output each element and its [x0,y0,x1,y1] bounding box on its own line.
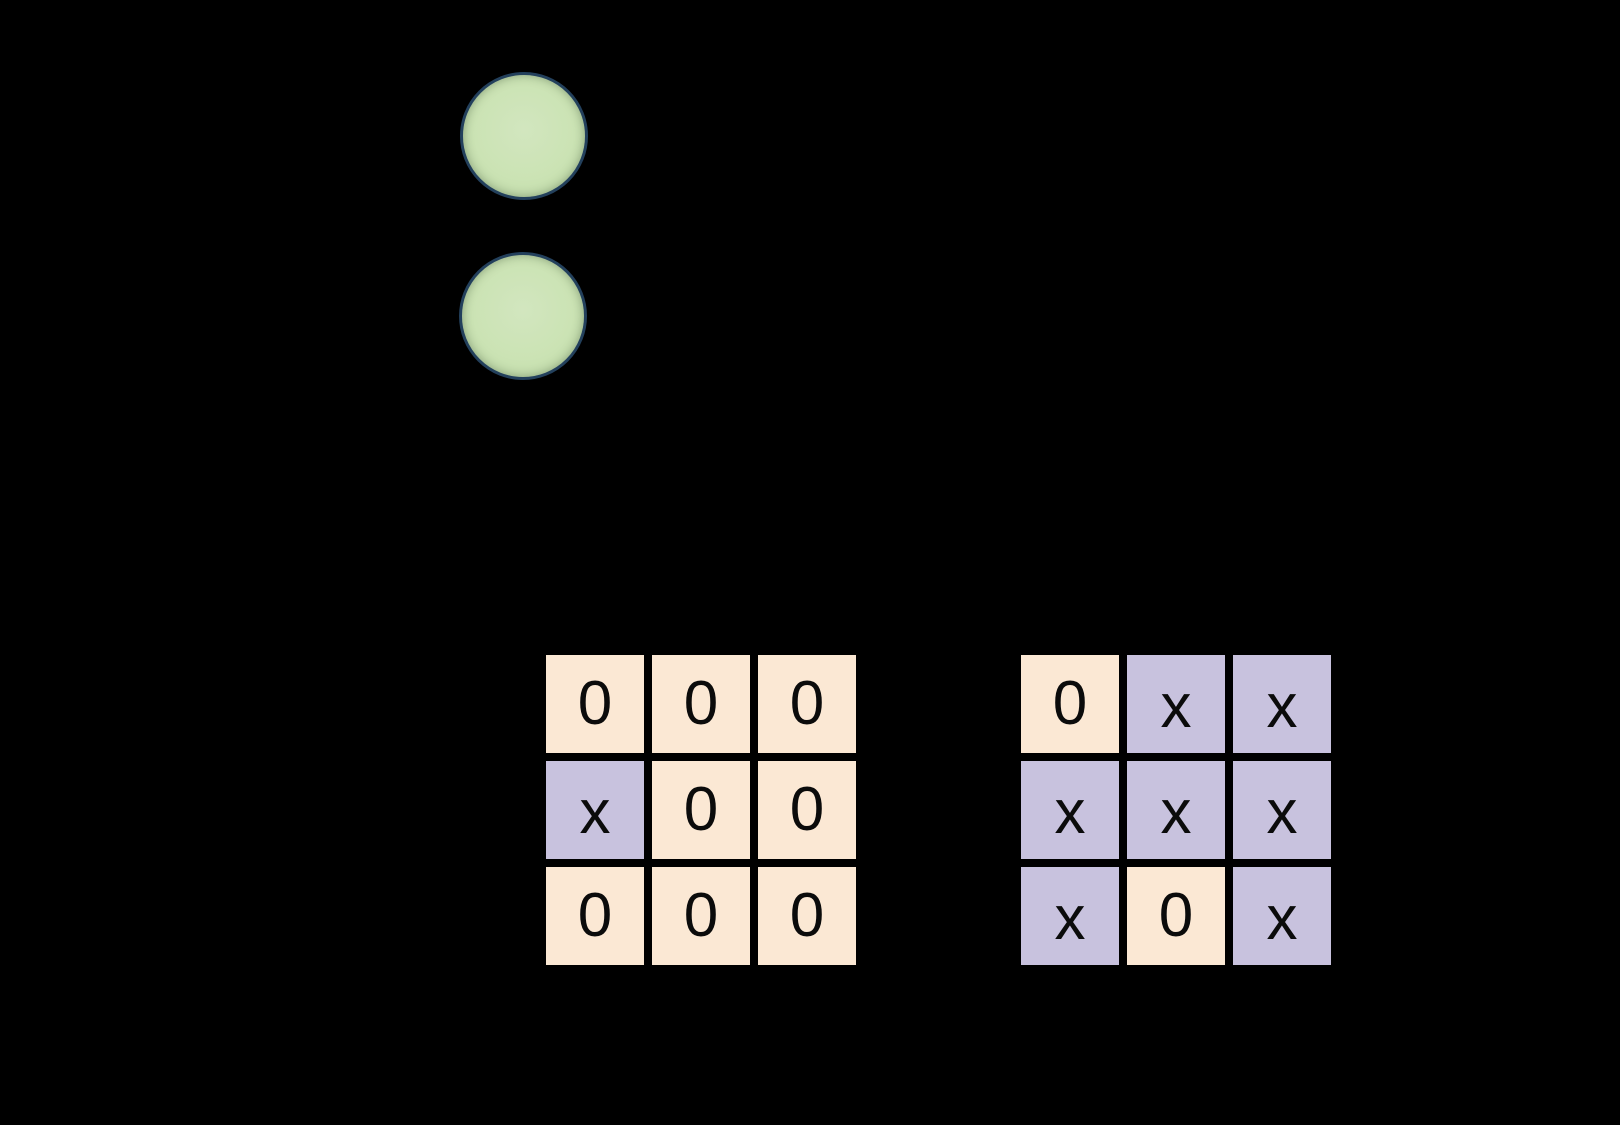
board-cell-r3-c1: x [1021,867,1119,965]
board-cell-r1-c2: 0 [652,655,750,753]
board-cell-r2-c2: 0 [652,761,750,859]
board-cell-r1-c3: 0 [758,655,856,753]
board-cell-r2-c3: x [1233,761,1331,859]
board-cell-r3-c3: x [1233,867,1331,965]
board-cell-r3-c1: 0 [546,867,644,965]
board-cell-r1-c3: x [1233,655,1331,753]
board-cell-r2-c3: 0 [758,761,856,859]
board-cell-r1-c1: 0 [1021,655,1119,753]
green-node-circle-top [460,72,588,200]
board-cell-r2-c1: x [1021,761,1119,859]
board-cell-r3-c3: 0 [758,867,856,965]
board-cell-r2-c2: x [1127,761,1225,859]
green-node-circle-bottom [459,252,587,380]
board-cell-r3-c2: 0 [652,867,750,965]
board-cell-r3-c2: 0 [1127,867,1225,965]
board-cell-r2-c1: x [546,761,644,859]
board-cell-r1-c1: 0 [546,655,644,753]
board-cell-r1-c2: x [1127,655,1225,753]
